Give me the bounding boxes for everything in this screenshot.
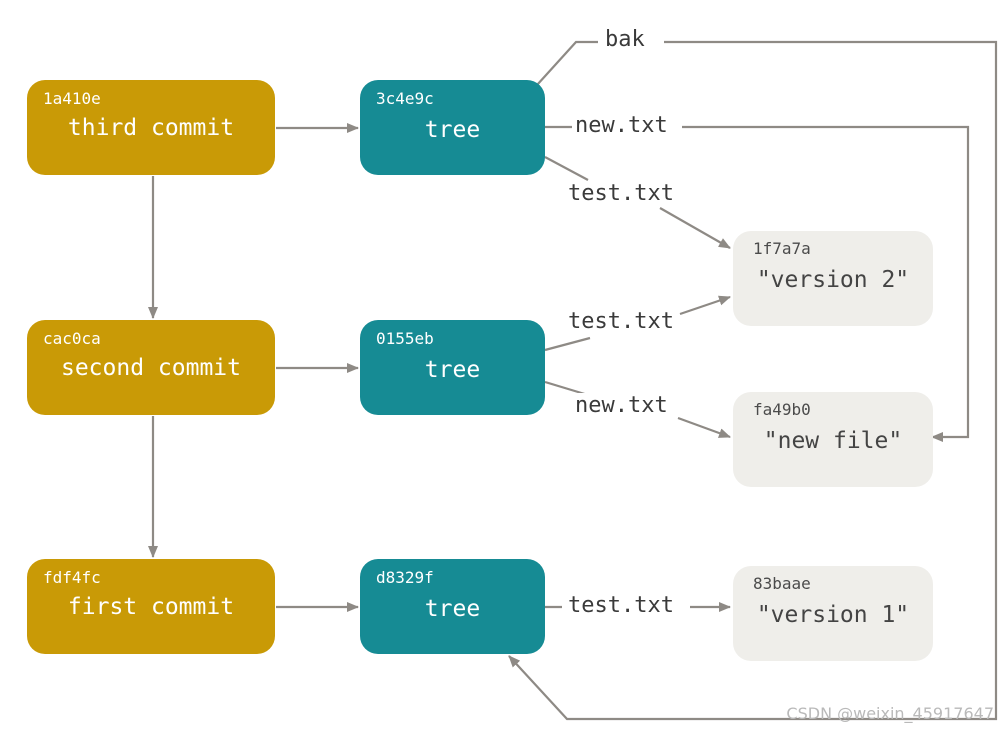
commit-node-second: cac0ca second commit: [27, 320, 275, 415]
tree-sha: 0155eb: [376, 329, 434, 348]
edge-label-second-new: new.txt: [573, 393, 670, 418]
edge-second-new: [544, 380, 730, 437]
blob-content: "new file": [763, 428, 903, 454]
tree-sha: d8329f: [376, 568, 434, 587]
edge-label-first-test: test.txt: [566, 593, 676, 618]
edge-second-test: [544, 297, 730, 352]
edge-label-second-test: test.txt: [566, 309, 676, 334]
commit-message: second commit: [60, 355, 241, 381]
tree-node-second: 0155eb tree: [360, 320, 545, 415]
tree-label: tree: [424, 596, 481, 622]
commit-sha: 1a410e: [43, 89, 101, 108]
edge-label-bak: bak: [603, 27, 647, 52]
tree-sha: 3c4e9c: [376, 89, 434, 108]
commit-sha: fdf4fc: [43, 568, 101, 587]
edge-bak: [509, 40, 998, 721]
edge-label-third-test: test.txt: [566, 181, 676, 206]
tree-node-first: d8329f tree: [360, 559, 545, 654]
commit-node-third: 1a410e third commit: [27, 80, 275, 175]
blob-content: "version 2": [756, 267, 910, 293]
edge-third-new: [545, 125, 970, 437]
edge-label-third-new: new.txt: [573, 113, 670, 138]
blob-sha: 83baae: [753, 574, 811, 593]
commit-message: first commit: [67, 594, 235, 620]
watermark: CSDN @weixin_45917647: [786, 704, 994, 723]
blob-node-version1: 83baae "version 1": [733, 566, 933, 661]
tree-label: tree: [424, 117, 481, 143]
blob-sha: fa49b0: [753, 400, 811, 419]
tree-label: tree: [424, 357, 481, 383]
commit-message: third commit: [67, 115, 235, 141]
blob-sha: 1f7a7a: [753, 239, 811, 258]
edge-third-test: [544, 156, 730, 248]
blob-content: "version 1": [756, 602, 910, 628]
blob-node-version2: 1f7a7a "version 2": [733, 231, 933, 326]
blob-node-newfile: fa49b0 "new file": [733, 392, 933, 487]
tree-node-third: 3c4e9c tree: [360, 80, 545, 175]
commit-sha: cac0ca: [43, 329, 101, 348]
commit-node-first: fdf4fc first commit: [27, 559, 275, 654]
